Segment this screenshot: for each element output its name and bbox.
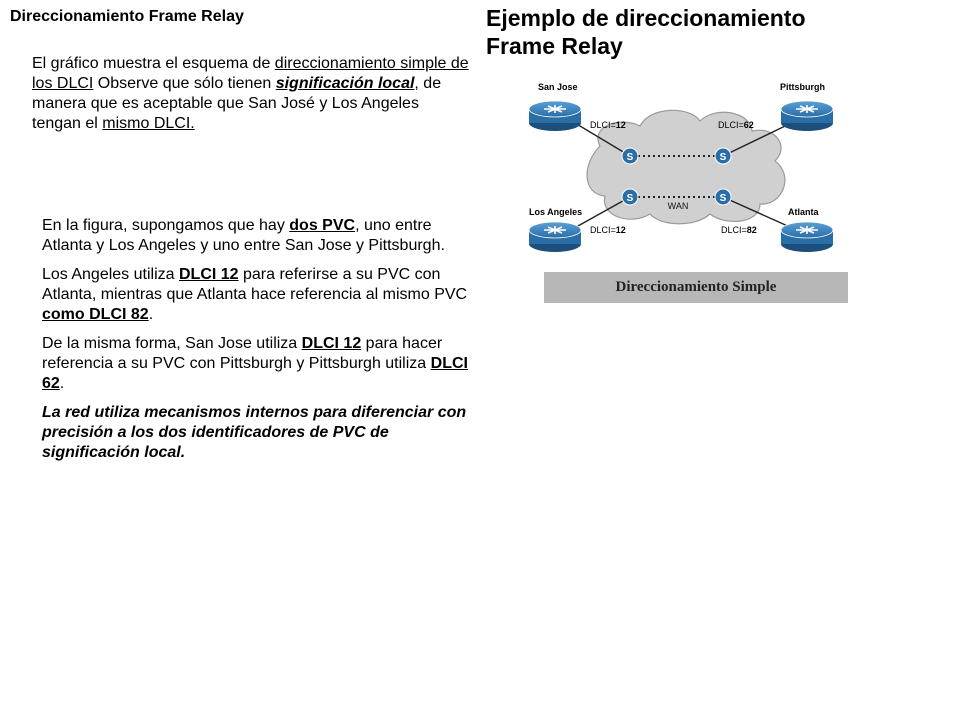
switch-pittsburgh: S <box>714 147 732 165</box>
p2-text-1: Los Angeles utiliza <box>42 266 179 283</box>
switch-label: S <box>627 193 634 204</box>
intro-text-2: Observe que sólo tienen <box>93 75 276 92</box>
dlci-label-los-angeles: DLCI=12 <box>590 225 626 235</box>
router-arrows-icon <box>796 105 818 113</box>
p3-underline-1: DLCI 12 <box>301 335 362 352</box>
title-line-2: Frame Relay <box>486 33 623 59</box>
p3-underline-2: DLCI 62 <box>42 355 468 392</box>
wan-label: WAN <box>668 201 689 211</box>
router-label-los-angeles: Los Angeles <box>529 207 582 217</box>
diagram-caption: Direccionamiento Simple <box>615 279 777 295</box>
intro-underline-1: direccionamiento simple de los DLCI <box>32 55 469 92</box>
dlci-label-pittsburgh: DLCI=62 <box>718 120 754 130</box>
dlci-label-san-jose: DLCI=12 <box>590 120 626 130</box>
router-arrows-icon <box>544 105 566 113</box>
intro-text-3: , de manera que es aceptable que San Jos… <box>32 75 442 132</box>
paragraph-los-angeles: Los Angeles utiliza DLCI 12 para referir… <box>42 265 482 325</box>
p3-text-3: . <box>59 375 65 392</box>
switches: S S S S <box>621 147 732 206</box>
router-atlanta <box>780 221 834 252</box>
caption-bar: Direccionamiento Simple <box>544 272 848 303</box>
router-san-jose <box>528 100 582 131</box>
page-title: Ejemplo de direccionamiento Frame Relay <box>486 4 906 60</box>
switch-label: S <box>720 193 727 204</box>
p2-underline-1: DLCI 12 <box>178 266 239 283</box>
intro-underline-3: mismo DLCI. <box>102 115 195 132</box>
frame-relay-diagram: S S S S WAN San Jose DLCI=12 <box>528 82 834 252</box>
p2-underline-2: como DLCI 82 <box>42 306 149 323</box>
router-label-atlanta: Atlanta <box>788 207 819 217</box>
intro-paragraph: El gráfico muestra el esquema de direcci… <box>32 54 472 134</box>
switch-label: S <box>627 152 634 163</box>
intro-underline-2: significación local <box>275 75 415 92</box>
router-los-angeles <box>528 221 582 252</box>
intro-text-1: El gráfico muestra el esquema de <box>32 55 275 72</box>
switch-atlanta: S <box>714 188 732 206</box>
router-arrows-icon <box>544 226 566 234</box>
switch-los-angeles: S <box>621 188 639 206</box>
router-pittsburgh <box>780 100 834 131</box>
p1-underline-1: dos PVC <box>289 217 356 234</box>
paragraph-pvc: En la figura, supongamos que hay dos PVC… <box>42 216 482 256</box>
title-line-1: Ejemplo de direccionamiento <box>486 5 806 31</box>
p3-text-1: De la misma forma, San Jose utiliza <box>42 335 302 352</box>
body-text: En la figura, supongamos que hay dos PVC… <box>42 216 482 472</box>
router-arrows-icon <box>796 226 818 234</box>
slide-label: Direccionamiento Frame Relay <box>10 8 244 25</box>
paragraph-san-jose: De la misma forma, San Jose utiliza DLCI… <box>42 334 482 394</box>
p1-text-2: , uno entre Atlanta y Los Angeles y uno … <box>42 217 445 254</box>
p2-text-2: para referirse a su PVC con Atlanta, mie… <box>42 266 468 303</box>
router-label-san-jose: San Jose <box>538 82 578 92</box>
switch-san-jose: S <box>621 147 639 165</box>
p1-text-1: En la figura, supongamos que hay <box>42 217 290 234</box>
switch-label: S <box>720 152 727 163</box>
p2-text-3: . <box>148 306 154 323</box>
paragraph-conclusion: La red utiliza mecanismos internos para … <box>42 404 467 461</box>
dlci-label-atlanta: DLCI=82 <box>721 225 757 235</box>
p3-text-2: para hacer referencia a su PVC con Pitts… <box>42 335 443 372</box>
router-label-pittsburgh: Pittsburgh <box>780 82 825 92</box>
